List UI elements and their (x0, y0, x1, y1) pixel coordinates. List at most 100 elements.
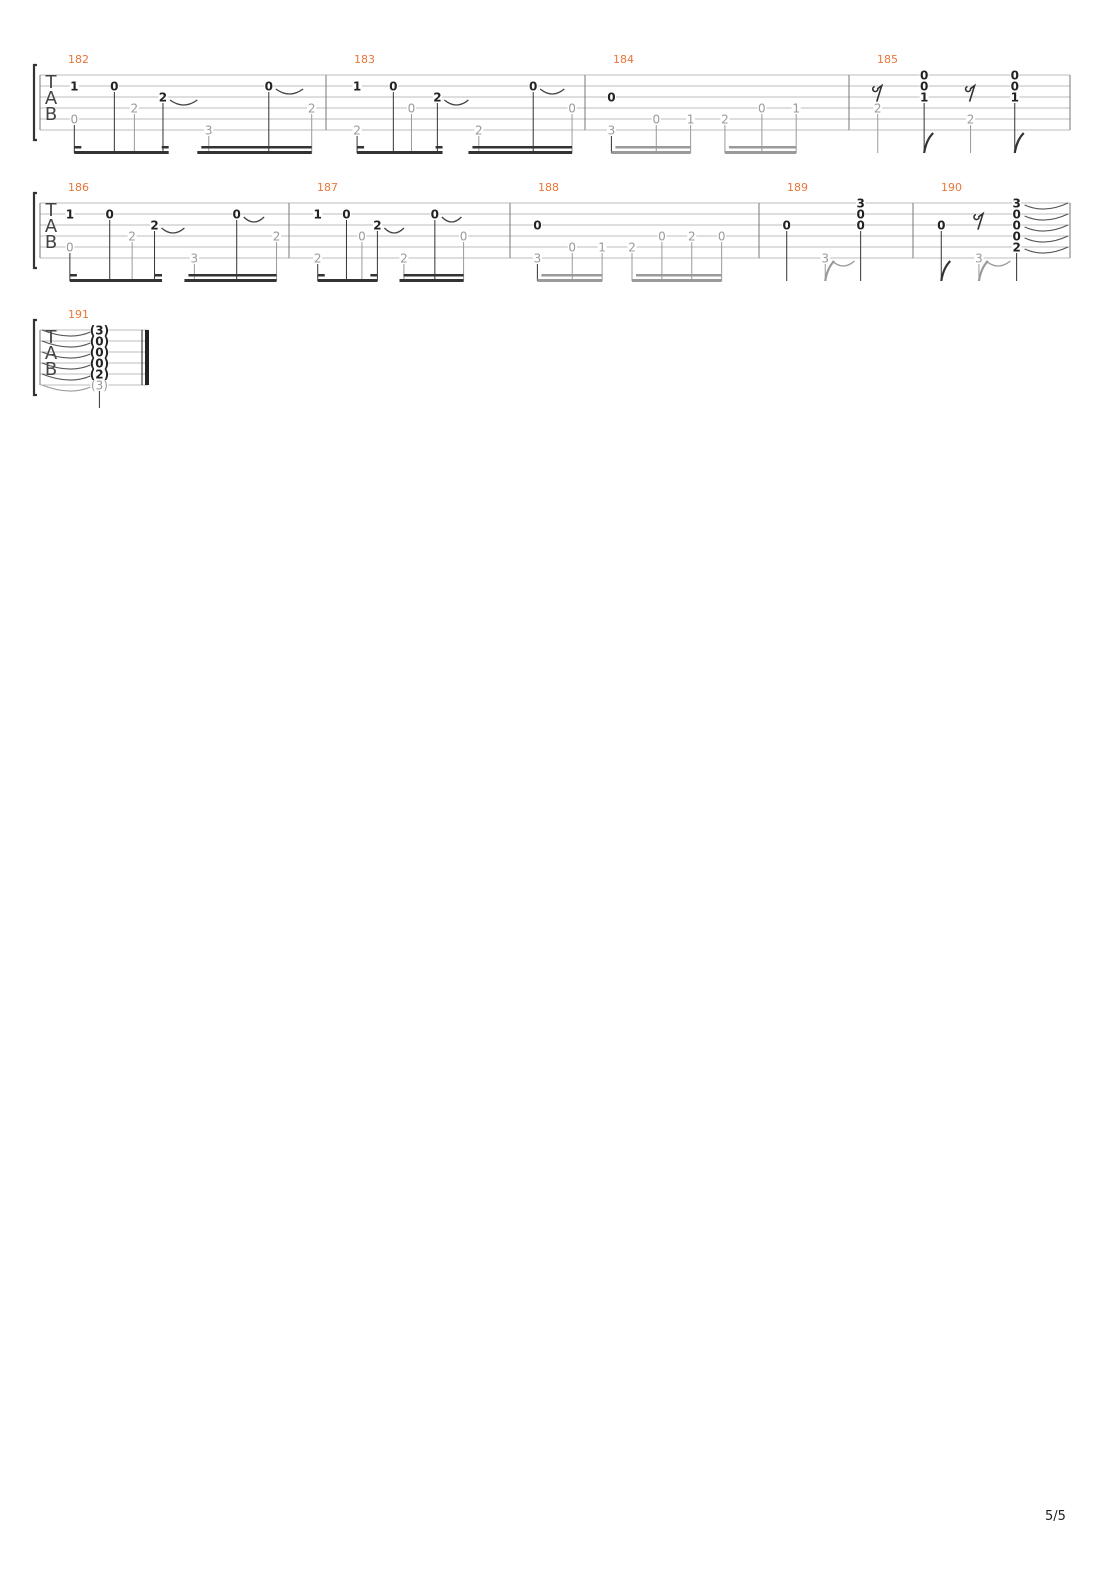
tab-clef-letter: B (45, 232, 57, 253)
fret-backdrop (873, 103, 883, 113)
fret-backdrop (204, 125, 214, 135)
tie-incoming (41, 351, 91, 359)
beam (632, 279, 722, 282)
fret-number: 1 (687, 113, 695, 127)
measure-number: 183 (354, 53, 375, 66)
fret-backdrop (597, 242, 607, 252)
fret-number: 3 (856, 197, 864, 211)
fret-number: 2 (475, 124, 483, 138)
fret-backdrop (1012, 198, 1022, 208)
fret-number: 3 (534, 252, 542, 266)
fret-number: 2 (353, 124, 361, 138)
fret-number: 0 (783, 219, 791, 233)
fret-backdrop (966, 114, 976, 124)
fret-number: 0 (856, 208, 864, 222)
tie (169, 99, 198, 106)
fret-number: 0 (1012, 208, 1020, 222)
fret-backdrop (651, 114, 661, 124)
fret-number: 0 (920, 80, 928, 94)
fret-backdrop (856, 220, 866, 230)
fret-number: 0 (389, 80, 397, 94)
fret-number: 0 (1012, 230, 1020, 244)
fret-number: 3 (975, 252, 983, 266)
tab-clef-letter: A (45, 343, 58, 364)
fret-number: 2 (400, 252, 408, 266)
fret-number: 2 (373, 219, 381, 233)
fret-backdrop (232, 209, 242, 219)
fret-number: 0 (431, 208, 439, 222)
beam (357, 151, 443, 154)
tie-incoming (41, 329, 91, 337)
fret-number: 0 (758, 102, 766, 116)
tie-outgoing (1024, 224, 1069, 232)
tie (383, 227, 405, 234)
tie-incoming (41, 384, 91, 392)
fret-backdrop (459, 231, 469, 241)
fret-backdrop (90, 380, 109, 390)
tie-outgoing (1024, 202, 1069, 210)
fret-backdrop (432, 92, 442, 102)
fret-number: 2 (159, 91, 167, 105)
fret-backdrop (90, 347, 109, 357)
fret-backdrop (820, 253, 830, 263)
tab-clef-letter: A (45, 216, 58, 237)
fret-number: (0) (90, 346, 109, 360)
fret-backdrop (264, 81, 274, 91)
fret-backdrop (720, 114, 730, 124)
fret-backdrop (856, 209, 866, 219)
fret-backdrop (1012, 242, 1022, 252)
measure-number: 187 (317, 181, 338, 194)
fret-number: (3) (90, 324, 109, 338)
fret-backdrop (657, 231, 667, 241)
fret-number: 0 (66, 241, 74, 255)
fret-number: 3 (608, 124, 616, 138)
tie (243, 216, 265, 223)
fret-number: (0) (90, 357, 109, 371)
fret-backdrop (1010, 92, 1020, 102)
fret-backdrop (1012, 220, 1022, 230)
fret-backdrop (1012, 209, 1022, 219)
measure-number: 189 (787, 181, 808, 194)
tab-clef-letter: B (45, 104, 57, 125)
beam-stub (357, 146, 365, 149)
beam-stub (155, 274, 163, 277)
fret-number: (0) (90, 335, 109, 349)
fret-number: 0 (920, 69, 928, 83)
fret-number: 2 (433, 91, 441, 105)
tie (443, 99, 469, 106)
fret-backdrop (109, 81, 119, 91)
fret-backdrop (189, 253, 199, 263)
fret-number: 2 (1012, 241, 1020, 255)
beam (611, 151, 691, 154)
fret-backdrop (717, 231, 727, 241)
fret-backdrop (606, 125, 616, 135)
tie-incoming (41, 362, 91, 370)
fret-backdrop (90, 369, 109, 379)
fret-backdrop (352, 81, 362, 91)
tab-clef-letter: T (45, 72, 58, 93)
tie (161, 227, 185, 234)
fret-number: 0 (652, 113, 660, 127)
fret-backdrop (158, 92, 168, 102)
fret-backdrop (936, 220, 946, 230)
beam (468, 151, 573, 154)
fret-backdrop (388, 81, 398, 91)
fret-number: 2 (131, 102, 139, 116)
fret-number: 2 (150, 219, 158, 233)
fret-number: 0 (1012, 219, 1020, 233)
fret-backdrop (313, 253, 323, 263)
fret-backdrop (919, 70, 929, 80)
system-bracket (32, 318, 37, 397)
fret-backdrop (69, 114, 79, 124)
fret-number: 1 (314, 208, 322, 222)
beam (69, 279, 163, 282)
fret-number: 3 (191, 252, 199, 266)
fret-number: 0 (460, 230, 468, 244)
measure-number: 190 (941, 181, 962, 194)
